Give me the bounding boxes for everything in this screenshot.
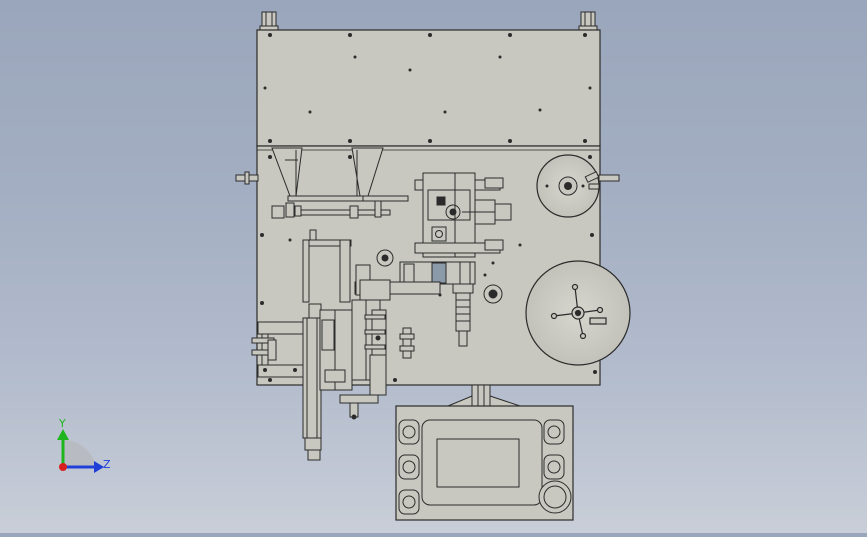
reel-large [525,260,631,366]
y-axis-label: Y [58,417,66,430]
air-cylinder [302,303,353,461]
axis-triad: Y Z [57,417,111,473]
crossbar [271,195,409,219]
actuator-assembly [339,264,391,420]
small-clamp [399,327,415,359]
slide-frame [302,229,352,303]
top-knob-right [578,11,598,32]
z-axis-label: Z [103,458,111,471]
idler-roller [483,284,503,304]
center-block [414,172,512,258]
control-panel [395,405,574,521]
lead-screw [452,282,474,347]
reel-small [536,154,600,218]
top-knob-left [259,11,279,32]
side-rod-left [235,171,259,185]
control-stand [447,384,521,408]
x-axis-dot [59,463,67,471]
display-screen [436,438,520,488]
upper-plate [256,29,601,147]
side-rod-right [598,174,620,182]
base-bracket-left [251,321,304,378]
idler-roller-small [376,249,394,267]
